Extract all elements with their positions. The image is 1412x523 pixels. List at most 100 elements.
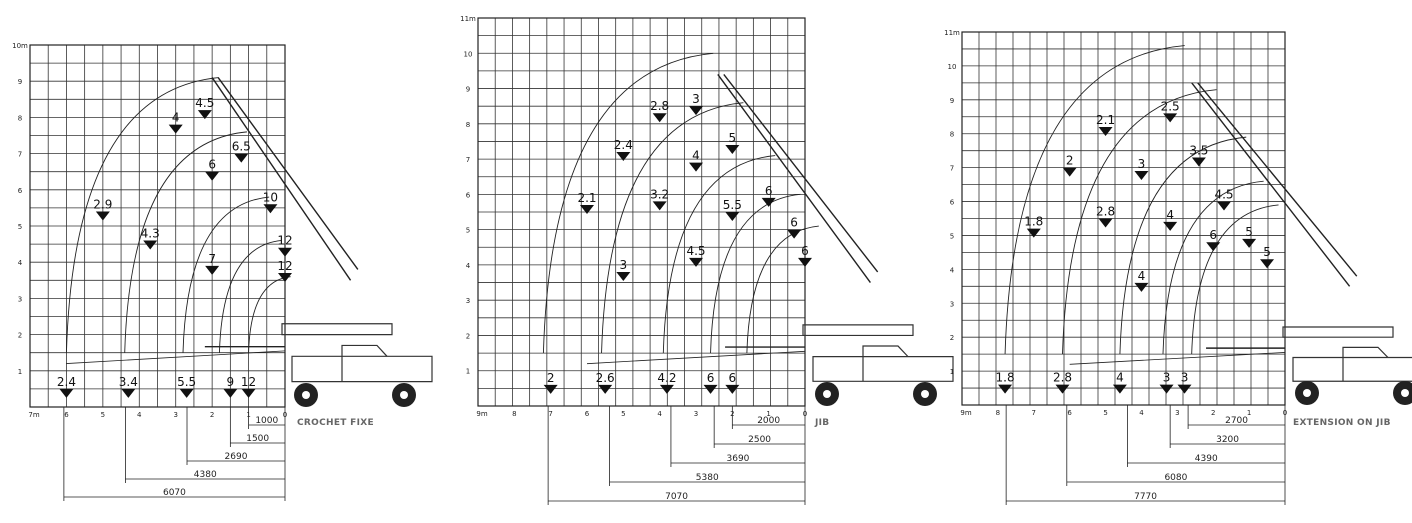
truck-boom — [1282, 326, 1394, 338]
load-marker — [1260, 259, 1275, 269]
load-marker — [1062, 167, 1077, 177]
y-tick-label: 1 — [466, 368, 470, 376]
reach-arc — [1191, 204, 1279, 355]
load-value-label: 2.8 — [1053, 371, 1072, 385]
y-tick-label: 6 — [466, 191, 471, 199]
reach-arc — [182, 196, 270, 353]
load-marker — [689, 257, 703, 267]
load-value-label: 4 — [692, 149, 700, 163]
load-value-label: 2.4 — [614, 138, 633, 152]
load-marker — [703, 384, 718, 394]
load-marker — [761, 197, 776, 207]
y-tick-label: 3 — [18, 295, 22, 303]
load-value-label: 6 — [707, 371, 715, 385]
load-value-label: 4.3 — [141, 226, 160, 240]
truck-schematic — [1282, 326, 1412, 405]
load-marker — [143, 240, 158, 250]
load-marker — [95, 211, 110, 221]
x-tick-label: 5 — [101, 411, 105, 419]
grid — [961, 31, 1286, 406]
x-tick-label: 7 — [1032, 409, 1036, 417]
load-marker — [1098, 126, 1113, 136]
load-marker — [725, 384, 740, 394]
reach-arc — [1062, 89, 1217, 355]
x-tick-label: 4 — [1139, 409, 1144, 417]
y-tick-label: 10m — [12, 42, 28, 50]
truck-boom — [281, 323, 393, 336]
dimension-label: 5380 — [696, 473, 719, 483]
load-value-label: 2.9 — [93, 198, 112, 212]
load-value-label: 5 — [1263, 245, 1271, 259]
x-tick-label: 7 — [548, 410, 552, 418]
dimension-label: 7070 — [665, 492, 688, 502]
load-value-label: 9 — [227, 375, 235, 389]
y-tick-label: 4 — [18, 259, 23, 267]
load-marker — [1163, 113, 1178, 123]
y-tick-label: 7 — [18, 151, 22, 159]
load-marker — [59, 388, 74, 398]
load-value-label: 7 — [208, 252, 216, 266]
grid-frame — [477, 17, 806, 407]
load-value-label: 6 — [765, 184, 773, 198]
load-value-label: 4 — [1166, 208, 1174, 222]
dimension-label: 3200 — [1216, 435, 1239, 445]
dimension-label: 7770 — [1134, 492, 1157, 502]
y-tick-label: 11m — [944, 29, 960, 37]
load-marker — [998, 384, 1013, 394]
truck-wheel-hub — [823, 390, 831, 398]
load-marker — [1112, 384, 1127, 394]
x-tick-label: 3 — [173, 411, 177, 419]
load-marker — [278, 247, 292, 257]
load-value-label: 6 — [729, 371, 737, 385]
load-marker — [197, 110, 212, 120]
reach-arc — [710, 193, 801, 354]
load-marker — [1134, 282, 1149, 292]
y-tick-label: 11m — [460, 15, 476, 23]
load-value-label: 10 — [263, 190, 278, 204]
load-marker — [689, 162, 703, 172]
load-marker — [1098, 218, 1113, 228]
y-tick-label: 9 — [18, 78, 22, 86]
reach-arc — [601, 102, 744, 354]
truck-wheel-hub — [1303, 389, 1311, 397]
grid-frame — [29, 44, 286, 408]
load-marker — [263, 204, 278, 214]
truck-wheel-hub — [1401, 389, 1409, 397]
load-marker — [1055, 384, 1070, 394]
load-value-label: 3 — [620, 258, 628, 272]
y-tick-label: 3 — [466, 297, 470, 305]
x-tick-label: 2 — [1211, 409, 1215, 417]
reach-arc — [248, 276, 291, 353]
y-tick-label: 7 — [466, 156, 470, 164]
y-tick-label: 2 — [466, 332, 470, 340]
load-value-label: 5.5 — [723, 198, 742, 212]
load-value-label: 4.2 — [657, 371, 676, 385]
x-tick-label: 5 — [1103, 409, 1107, 417]
truck-body — [1292, 356, 1412, 382]
x-tick-label: 9m — [476, 410, 487, 418]
load-marker — [725, 144, 740, 154]
hook-line — [211, 77, 352, 281]
load-marker — [652, 201, 667, 211]
reach-arc — [542, 52, 714, 354]
load-marker — [1159, 384, 1174, 394]
hook-line-2 — [723, 74, 879, 273]
load-value-label: 3 — [1138, 157, 1146, 171]
load-value-label: 1.8 — [1024, 215, 1043, 229]
dimension-label: 6070 — [163, 488, 186, 498]
load-marker — [1177, 384, 1192, 394]
load-marker — [121, 388, 136, 398]
load-value-label: 2.6 — [596, 371, 615, 385]
y-tick-label: 9 — [466, 86, 470, 94]
load-marker — [1134, 171, 1149, 181]
load-value-label: 3 — [692, 92, 700, 106]
reach-arc — [1162, 180, 1264, 355]
x-tick-label: 3 — [1175, 409, 1179, 417]
dimension-label: 1500 — [246, 434, 269, 444]
truck-wheel-hub — [302, 391, 310, 399]
load-value-label: 2.8 — [650, 99, 669, 113]
y-tick-label: 8 — [466, 121, 470, 129]
y-tick-label: 10 — [464, 50, 473, 58]
